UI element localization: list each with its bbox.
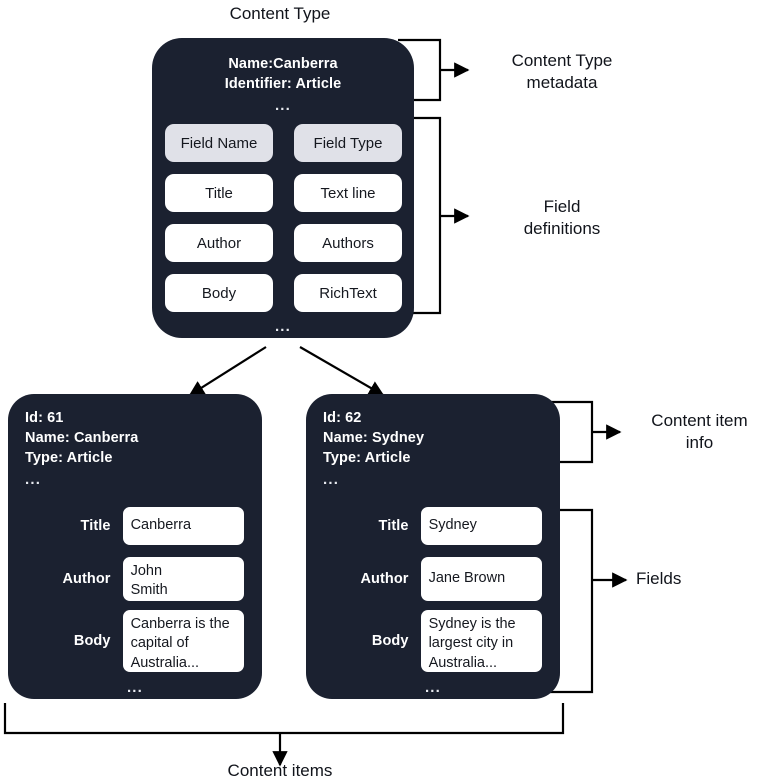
content-type-meta-ellipsis: ...	[274, 97, 292, 114]
content-type-identifier: Identifier: Article	[224, 76, 342, 92]
content-item-card-62: Id: 62 Name: Sydney Type: Article ... Ti…	[306, 394, 560, 699]
field-def-name-title: Title	[165, 174, 273, 212]
page-title-content-items: Content items	[227, 761, 333, 780]
field-def-type-title: Text line	[294, 174, 402, 212]
item-field-value-author: Jane Brown	[420, 557, 542, 601]
item-field-label-title: Title	[80, 518, 111, 534]
field-definitions-ellipsis: ...	[274, 318, 292, 335]
column-header-field-type: Field Type	[294, 124, 402, 162]
field-def-type-author: Authors	[294, 224, 402, 262]
content-item-name: Name: Sydney	[323, 430, 425, 446]
content-item-card-61: Id: 61 Name: Canberra Type: Article ... …	[8, 394, 262, 699]
content-item-name: Name: Canberra	[25, 430, 139, 446]
field-def-type-body: RichText	[294, 274, 402, 312]
item-field-label-author: Author	[360, 571, 409, 587]
column-header-field-name: Field Name	[165, 124, 273, 162]
item-field-row-author: Author John Smith	[26, 556, 244, 602]
content-item-id: Id: 61	[25, 410, 64, 426]
item-field-label-author: Author	[62, 571, 111, 587]
annotation-field-definitions: Field definitions	[523, 197, 601, 238]
item-field-value-body: Sydney is the largest city in Australia.…	[420, 610, 542, 672]
content-item-id: Id: 62	[323, 410, 362, 426]
content-item-type: Type: Article	[25, 450, 113, 466]
field-def-name-body: Body	[165, 274, 273, 312]
content-item-info-ellipsis: ...	[25, 471, 42, 488]
content-item-fields-ellipsis: ...	[126, 679, 144, 696]
field-def-name-author: Author	[165, 224, 273, 262]
content-item-fields-ellipsis: ...	[424, 679, 442, 696]
page-title-content-type: Content Type	[229, 4, 331, 23]
content-item-info-ellipsis: ...	[323, 471, 340, 488]
item-field-row-author: Author Jane Brown	[324, 556, 542, 602]
item-field-row-body: Body Sydney is the largest city in Austr…	[324, 610, 542, 672]
item-field-value-title: Sydney	[420, 507, 542, 545]
item-field-row-title: Title Sydney	[324, 506, 542, 546]
content-type-card: Name:Canberra Identifier: Article ... Fi…	[152, 38, 414, 338]
item-field-row-title: Title Canberra	[26, 506, 244, 546]
item-field-value-body: Canberra is the capital of Australia...	[122, 610, 244, 672]
annotation-fields: Fields	[636, 569, 682, 588]
item-field-value-title: Canberra	[122, 507, 244, 545]
item-field-value-author: John Smith	[122, 557, 244, 601]
item-field-label-body: Body	[73, 633, 111, 649]
item-field-label-title: Title	[378, 518, 409, 534]
content-item-type: Type: Article	[323, 450, 411, 466]
item-field-label-body: Body	[371, 633, 409, 649]
content-type-name: Name:Canberra	[228, 56, 338, 72]
item-field-row-body: Body Canberra is the capital of Australi…	[26, 610, 244, 672]
annotation-content-item-info: Content item info	[651, 411, 748, 452]
annotation-content-type-metadata: Content Type metadata	[511, 51, 613, 92]
